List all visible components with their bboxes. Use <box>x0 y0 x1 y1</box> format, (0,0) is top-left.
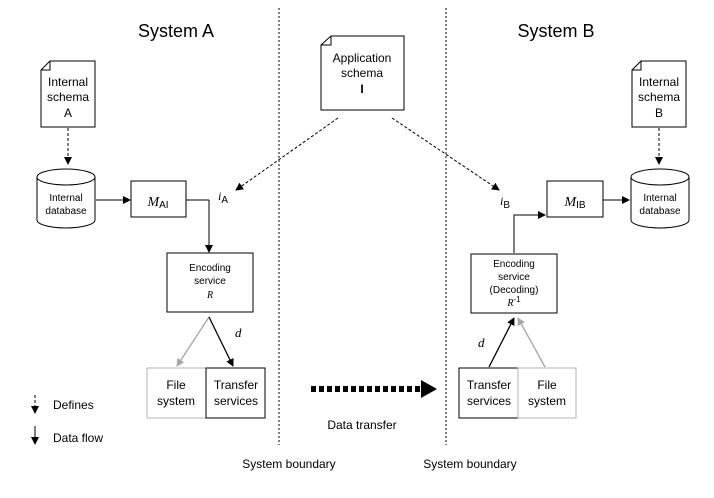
encoding-service-b: Encoding service (Decoding) R-1 <box>470 253 558 314</box>
file-system-b-line1: File <box>537 378 557 392</box>
transfer-services-a: Transfer services <box>205 367 266 419</box>
internal-database-a-line1: Internal <box>49 193 82 204</box>
mapping-m-ai-label: MAI <box>146 195 168 211</box>
internal-schema-a-line1: Internal <box>48 75 88 89</box>
internal-schema-b: Internal schema B <box>631 60 687 128</box>
defines-arrow-app-to-iB <box>391 117 500 191</box>
black-arrow-to-transfer-a <box>208 316 234 367</box>
encoding-service-b-line3: (Decoding) <box>490 285 539 296</box>
legend-data-flow-label: Data flow <box>53 431 103 445</box>
internal-database-b-line1: Internal <box>643 193 676 204</box>
file-system-a: File system <box>146 367 207 419</box>
system-a-title: System A <box>138 21 214 41</box>
transfer-services-a-line2: services <box>214 394 258 408</box>
file-system-b-line2: system <box>528 394 566 408</box>
internal-schema-b-line3: B <box>655 106 663 120</box>
internal-database-a: Internal database <box>36 168 96 229</box>
defines-arrow-app-to-iA <box>235 117 339 191</box>
encoding-rule-a: R <box>206 290 213 301</box>
application-schema-line2: schema <box>341 66 383 80</box>
boundary-label-right: System boundary <box>423 457 516 471</box>
file-system-a-line1: File <box>166 378 186 392</box>
black-arrow-from-transfer-b <box>488 317 515 368</box>
application-schema-line3: I <box>360 82 363 96</box>
interface-i-a: iA <box>218 189 228 206</box>
mapping-m-ai: MAI <box>130 180 187 218</box>
internal-database-a-line2: database <box>45 206 87 217</box>
encoding-service-a-line1: Encoding <box>189 263 231 274</box>
internal-schema-a-line2: schema <box>47 90 89 104</box>
internal-database-b: Internal database <box>630 168 690 229</box>
interface-i-b: iB <box>500 194 510 211</box>
encoding-service-b-line1: Encoding <box>493 259 535 270</box>
mapping-m-ib-label: MIB <box>563 195 585 211</box>
grey-arrow-to-file-system-a <box>176 316 210 367</box>
transfer-services-b-line1: Transfer <box>467 378 511 392</box>
boundary-label-left: System boundary <box>242 457 335 471</box>
data-transfer-arrowhead <box>421 380 437 398</box>
application-schema: Application schema I <box>320 35 405 111</box>
file-system-a-line2: system <box>157 394 195 408</box>
transfer-services-a-line1: Transfer <box>214 378 258 392</box>
file-system-b: File system <box>517 367 577 419</box>
internal-schema-b-line1: Internal <box>639 75 679 89</box>
legend-defines-label: Defines <box>53 398 94 412</box>
flow-encoding-b-to-mapping <box>513 211 546 253</box>
application-schema-line1: Application <box>333 51 392 65</box>
grey-arrow-from-file-system-b <box>517 317 546 368</box>
mapping-m-ib: MIB <box>546 180 604 218</box>
internal-schema-b-line2: schema <box>638 90 680 104</box>
encoding-service-a: Encoding service R <box>166 252 254 313</box>
internal-schema-a: Internal schema A <box>40 60 96 128</box>
system-b-title: System B <box>517 21 594 41</box>
encoding-service-b-line2: service <box>498 272 530 283</box>
internal-schema-a-line3: A <box>64 106 72 120</box>
encoding-service-a-line2: service <box>194 276 226 287</box>
d-label-a: d <box>235 325 242 340</box>
data-transfer-label: Data transfer <box>327 418 396 432</box>
transfer-services-b-line2: services <box>467 394 511 408</box>
transfer-services-b: Transfer services <box>458 367 519 419</box>
legend: Defines Data flow <box>31 395 103 445</box>
encoding-rule-b: R-1 <box>506 295 521 309</box>
d-label-b: d <box>478 335 485 350</box>
internal-database-b-line2: database <box>639 206 681 217</box>
